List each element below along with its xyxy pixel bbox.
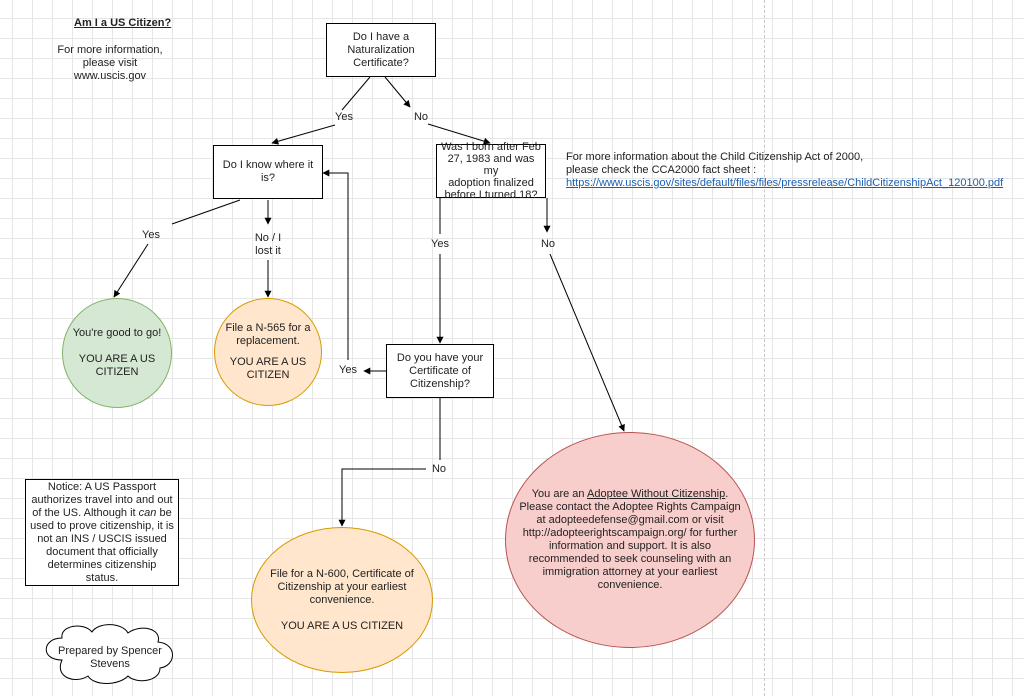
label-no-lost-line-1: No / I	[254, 232, 282, 244]
good-line-1: You're good to go!	[72, 327, 162, 339]
cca-line-1: For more information about the Child Cit…	[566, 151, 864, 163]
notice-line-5: not an INS / USCIS issued	[37, 532, 167, 545]
adoptee-line-6: recommended to seek counseling with an	[528, 553, 732, 565]
prepared-line-1: Prepared by Spencer	[58, 645, 162, 657]
edge-nat-no-a	[384, 76, 411, 108]
q-nat-line-1: Do I have a	[352, 30, 410, 43]
adoptee-line-3: at adopteedefense@gmail.com or visit	[536, 514, 724, 526]
cca-info: For more information about the Child Cit…	[566, 151, 1003, 190]
outcome-file-n600[interactable]: File for a N-600, Certificate of Citizen…	[251, 527, 433, 673]
n565-line-4: CITIZEN	[246, 369, 290, 381]
n600-line-1: File for a N-600, Certificate of	[270, 567, 414, 580]
n565-line-2: replacement.	[236, 335, 300, 347]
n600-line-3: convenience.	[309, 593, 375, 606]
label-cert-yes: Yes	[339, 364, 357, 376]
label-born-yes: Yes	[431, 238, 449, 250]
adoptee-line-7: immigration attorney at your earliest	[542, 566, 718, 578]
notice-line-3: of the US. Although it can be	[30, 507, 174, 520]
notice-line-7: determines citizenship status.	[47, 558, 157, 584]
adoptee-underlined: Adoptee Without Citizenship	[587, 488, 726, 500]
edge-know-yes-a	[171, 199, 241, 225]
n565-line-3: YOU ARE A US	[229, 356, 307, 368]
edge-nat-no-b	[427, 123, 491, 145]
adoptee-prefix: You are an	[531, 488, 587, 500]
n600-line-2: Citizenship at your earliest	[277, 580, 407, 593]
adoptee-suffix: .	[725, 488, 729, 500]
info-line-2: please visit	[82, 57, 138, 69]
q-born-line-2: 27, 1983 and was my	[447, 153, 535, 177]
good-line-2: YOU ARE A US	[78, 353, 156, 365]
notice-line-3a: of the US. Although it	[32, 506, 139, 519]
edge-nat-yes-b	[271, 124, 336, 145]
notice-line-3b: be	[156, 506, 172, 519]
label-cert-no: No	[431, 463, 447, 475]
n600-line-4: YOU ARE A US CITIZEN	[280, 619, 404, 632]
q-cert-line-1: Do you have your	[396, 351, 484, 364]
label-born-no: No	[540, 238, 556, 250]
prepared-by: Prepared by Spencer Stevens	[50, 645, 170, 671]
notice-line-1: Notice: A US Passport	[47, 480, 157, 493]
edge-cert-yes-loop	[322, 169, 349, 360]
page-boundary-line	[764, 0, 765, 696]
label-nat-yes: Yes	[335, 111, 353, 123]
q-born-line-4: before I turned 18?	[444, 189, 538, 201]
label-know-no-lost: No / I lost it	[248, 232, 288, 258]
notice-line-2: authorizes travel into and out	[31, 493, 173, 506]
edge-nat-yes-a	[341, 76, 371, 111]
info-text: For more information, please visit www.u…	[50, 44, 170, 83]
cloud-shape	[45, 624, 173, 684]
label-no-lost-line-2: lost it	[255, 245, 281, 257]
label-know-yes: Yes	[142, 229, 160, 241]
notice-box: Notice: A US Passport authorizes travel …	[25, 479, 179, 586]
adoptee-line-5: information and support. It is also	[548, 540, 712, 552]
q-know-line-1: Do I know where it	[222, 159, 314, 171]
q-born-line-1: Was I born after Feb	[441, 141, 541, 153]
outcome-file-n565[interactable]: File a N-565 for a replacement. YOU ARE …	[214, 298, 322, 406]
n565-line-1: File a N-565 for a	[225, 322, 311, 334]
q-cert-line-3: Citizenship?	[410, 377, 470, 390]
good-line-3: CITIZEN	[95, 366, 139, 378]
q-know-line-2: is?	[260, 172, 276, 184]
prepared-line-2: Stevens	[90, 658, 130, 670]
q-nat-line-2: Naturalization	[347, 43, 415, 56]
edge-know-yes-b	[113, 243, 149, 298]
q-born-line-3: adoption finalized	[448, 177, 534, 189]
notice-italic: can	[138, 506, 157, 519]
outcome-adoptee-without-citizenship[interactable]: You are an Adoptee Without Citizenship. …	[505, 432, 755, 648]
adoptee-line-1: You are an Adoptee Without Citizenship.	[532, 488, 729, 501]
cca-fact-sheet-link[interactable]: https://www.uscis.gov/sites/default/file…	[566, 177, 1004, 189]
edge-cert-no-b	[338, 468, 426, 527]
info-line-1: For more information,	[57, 44, 163, 56]
q-cert-line-2: Certificate of	[409, 364, 471, 377]
notice-line-4: used to prove citizenship, it is	[30, 519, 174, 532]
adoptee-line-2: Please contact the Adoptee Rights Campai…	[519, 501, 741, 513]
page-title: Am I a US Citizen?	[74, 17, 172, 29]
adoptee-line-8: convenience.	[597, 579, 663, 591]
edge-born-no-b	[549, 253, 625, 432]
adoptee-line-4: http://adopteerightscampaign.org/ for fu…	[522, 527, 738, 539]
notice-line-6: document that officially	[46, 545, 158, 558]
label-nat-no: No	[413, 111, 429, 123]
cca-line-2: please check the CCA2000 fact sheet :	[566, 164, 757, 176]
info-line-3: www.uscis.gov	[73, 70, 147, 82]
outcome-good-to-go[interactable]: You're good to go! YOU ARE A US CITIZEN	[62, 298, 172, 408]
q-nat-line-3: Certificate?	[353, 56, 409, 69]
